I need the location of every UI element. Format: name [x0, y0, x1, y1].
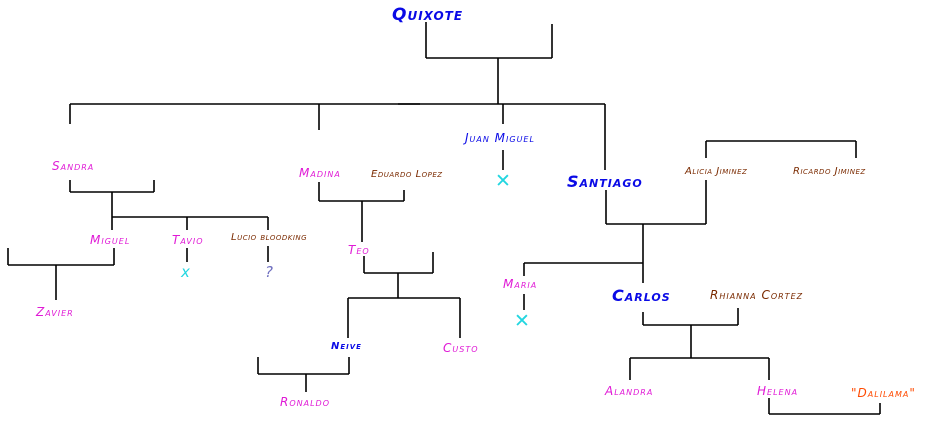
- person-eduardo-lopez: Eduardo Lopez: [371, 169, 443, 180]
- person-sandra: Sandra: [52, 159, 95, 173]
- person-zavier: Zavier: [36, 305, 74, 319]
- person-teo: Teo: [348, 243, 370, 257]
- person-dalilama: "Dalilama": [851, 386, 916, 400]
- person-lucio-bloodking: Lucio bloodking: [231, 232, 308, 243]
- person-alandra: Alandra: [605, 384, 654, 398]
- person-madina: Madina: [299, 166, 341, 180]
- person-helena: Helena: [757, 384, 799, 398]
- person-quixote: Quixote: [392, 5, 464, 25]
- deceased-mark-juan-miguel: ✕: [495, 170, 511, 192]
- person-santiago: Santiago: [567, 172, 643, 191]
- person-rhianna-cortez: Rhianna Cortez: [710, 288, 804, 302]
- person-maria: Maria: [503, 277, 538, 291]
- person-custo: Custo: [443, 341, 479, 355]
- person-ronaldo: Ronaldo: [280, 395, 331, 409]
- unknown-mark-lucio: ?: [265, 263, 273, 281]
- person-juan-miguel: Juan Miguel: [465, 131, 535, 145]
- deceased-mark-maria: ✕: [514, 310, 530, 332]
- person-tavio: Tavio: [172, 233, 204, 247]
- deceased-mark-tavio: x: [181, 263, 190, 281]
- person-carlos: Carlos: [612, 286, 671, 305]
- person-alicia-jiminez: Alicia Jiminez: [685, 166, 748, 177]
- person-neive: Neive: [331, 341, 362, 352]
- person-ricardo-jiminez: Ricardo Jiminez: [793, 166, 866, 177]
- person-miguel: Miguel: [90, 233, 131, 247]
